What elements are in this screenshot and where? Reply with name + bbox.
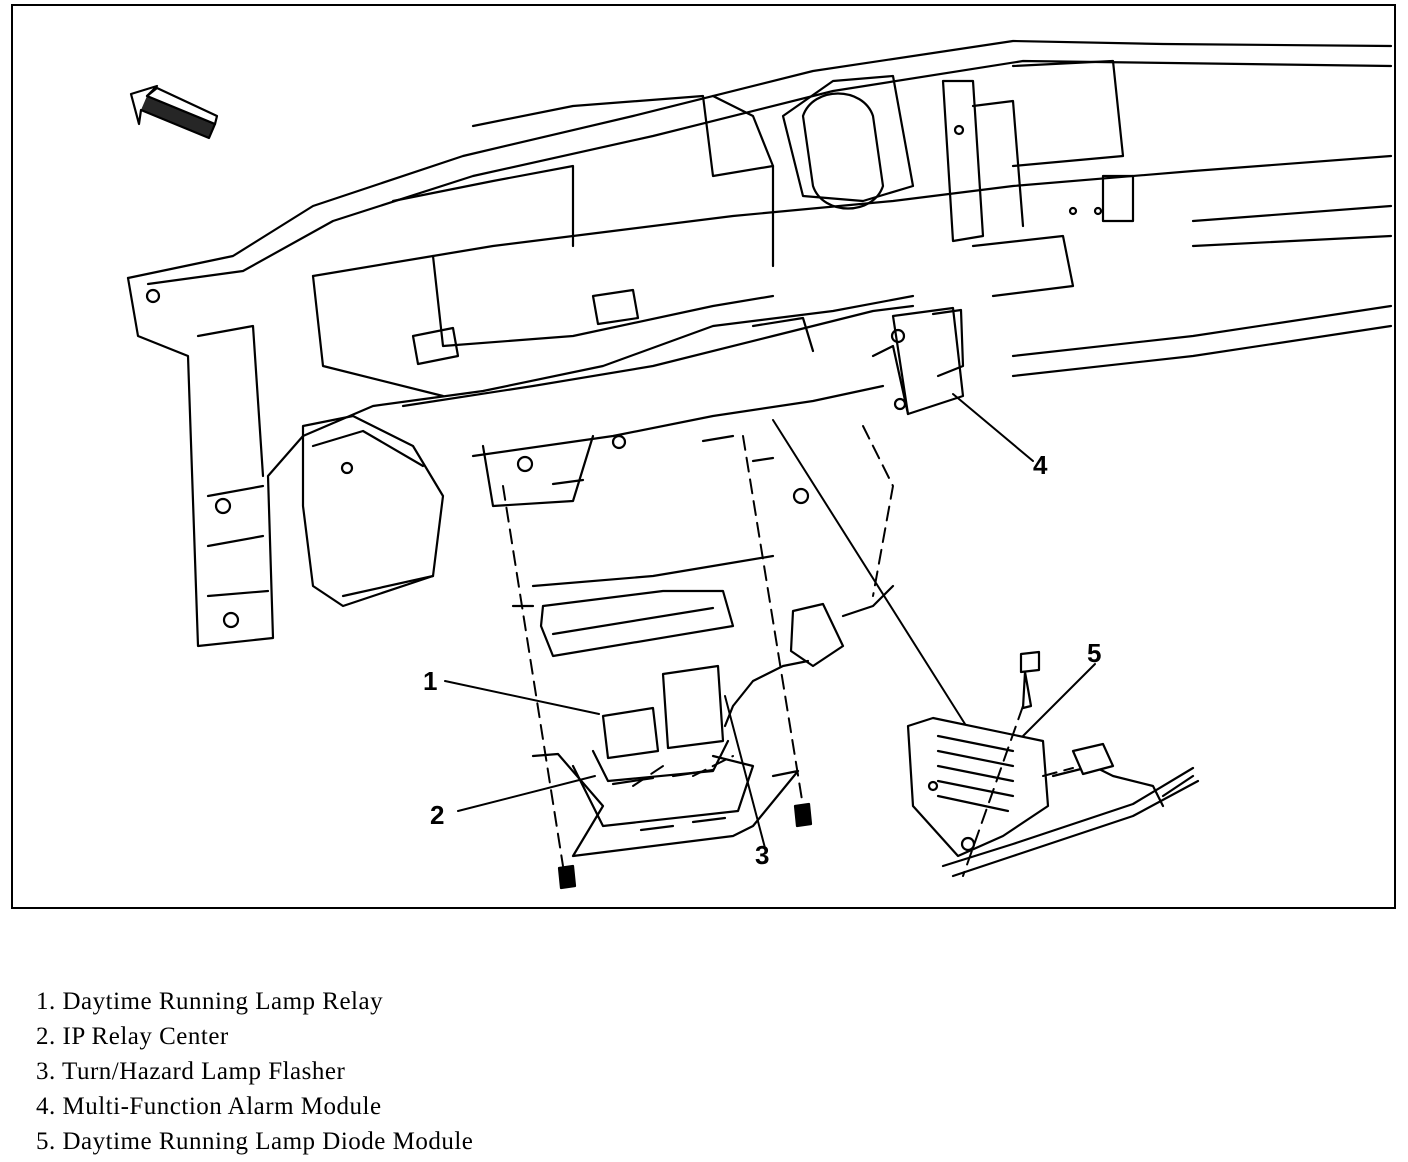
legend-item-4: 4. Multi-Function Alarm Module xyxy=(36,1093,382,1120)
leader-lines xyxy=(444,393,1096,849)
legend-item-1: 1. Daytime Running Lamp Relay xyxy=(36,988,384,1015)
multi-function-alarm-module xyxy=(871,306,965,416)
ip-relay-center xyxy=(531,664,800,858)
instrument-panel-structure xyxy=(126,39,1393,658)
callout-2: 2 xyxy=(430,800,444,830)
callout-1: 1 xyxy=(423,666,437,696)
diagram-frame: 1 2 3 4 5 xyxy=(11,4,1396,909)
drl-diode-module xyxy=(906,716,1115,858)
legend-item-3: 3. Turn/Hazard Lamp Flasher xyxy=(36,1058,346,1085)
wiring-harness xyxy=(723,584,1200,878)
front-direction-arrow xyxy=(129,84,219,140)
fastener-bolts xyxy=(557,650,1041,890)
legend-item-5: 5. Daytime Running Lamp Diode Module xyxy=(36,1128,474,1155)
component-legend: 1. Daytime Running Lamp Relay 2. IP Rela… xyxy=(36,984,473,1159)
callout-5: 5 xyxy=(1087,638,1101,668)
callout-4: 4 xyxy=(1033,450,1048,480)
legend-item-2: 2. IP Relay Center xyxy=(36,1023,229,1050)
guide-lines xyxy=(502,425,1074,877)
diagram-illustration: 1 2 3 4 5 xyxy=(126,39,1393,890)
callout-3: 3 xyxy=(755,840,769,870)
